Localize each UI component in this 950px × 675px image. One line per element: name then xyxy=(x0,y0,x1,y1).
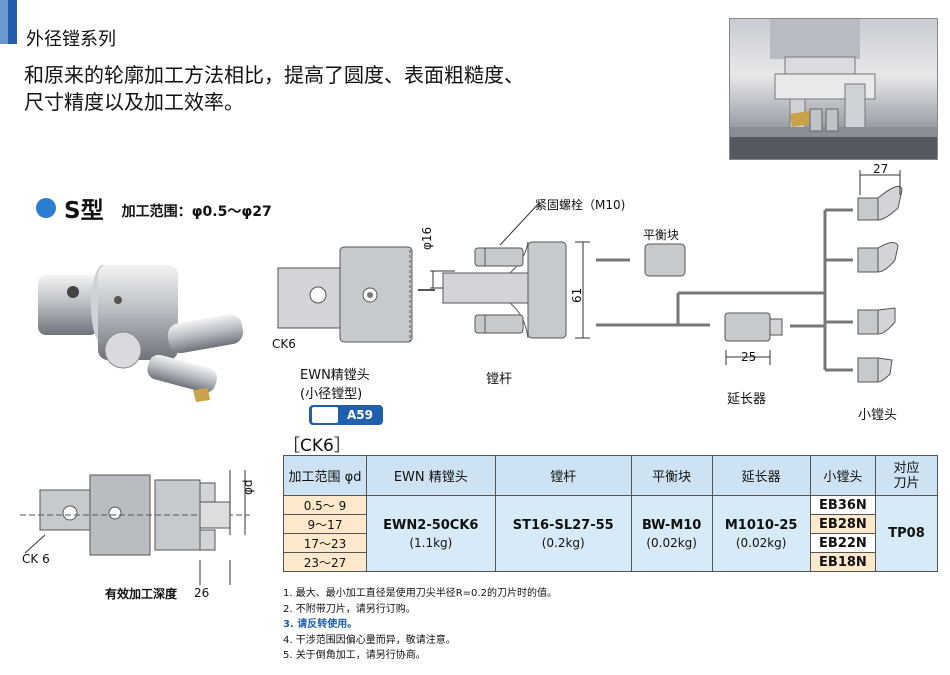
bar-model: ST16-SL27-55 xyxy=(512,517,614,533)
dim-25: 25 xyxy=(741,350,757,364)
clamp-bolt-upper xyxy=(474,247,524,267)
effective-depth-value: 26 xyxy=(194,586,210,600)
type-name: S型 xyxy=(64,198,104,224)
ewn-head-weight: (1.1kg) xyxy=(409,535,453,550)
note-item: 1. 最大、最小加工直径是使用刀尖半径R=0.2的刀片时的值。 xyxy=(283,588,557,599)
small-head-eb28n xyxy=(857,242,899,273)
header-extender: 延长器 xyxy=(711,455,811,496)
small-head-cell: EB18N xyxy=(809,552,877,572)
small-head-eb18n xyxy=(857,357,893,383)
header-small-head: 小镗头 xyxy=(809,455,877,496)
header-insert: 对应刀片 xyxy=(875,455,938,496)
dim-27: 27 xyxy=(873,162,889,176)
range-cell: 0.5〜 9 xyxy=(283,495,367,515)
balance-weight-label: 平衡块 xyxy=(643,228,680,242)
balance-cell: BW-M10 (0.02kg) xyxy=(630,495,713,572)
note-item: 4. 干涉范围因偏心量而异，敬请注意。 xyxy=(283,634,456,646)
spec-table: 加工范围 φd EWN 精镗头 镗杆 平衡块 延长器 小镗头 对应刀片 0.5〜… xyxy=(283,455,938,572)
note-item-highlight: 3. 请反转使用。 xyxy=(283,619,358,630)
header-bar: 镗杆 xyxy=(494,455,632,496)
small-head-cell: EB22N xyxy=(809,533,877,553)
dim-phi16: φ16 xyxy=(420,226,434,250)
extender-cell: M1010-25 (0.02kg) xyxy=(711,495,811,572)
ewn-head-cell: EWN2-50CK6 (1.1kg) xyxy=(366,495,496,572)
small-head-eb22n xyxy=(857,307,896,335)
product-photo-art xyxy=(730,19,937,159)
table-row: 23〜27 EB18N xyxy=(283,552,938,572)
intro-text: 和原来的轮廓加工方法相比，提高了圆度、表面粗糙度、 尺寸精度以及加工效率。 xyxy=(24,62,524,116)
balance-weight xyxy=(644,243,686,277)
ewn-head-model: EWN2-50CK6 xyxy=(383,517,479,533)
notes-list: 1. 最大、最小加工直径是使用刀尖半径R=0.2的刀片时的值。 2. 不附带刀片… xyxy=(283,586,557,664)
product-photo xyxy=(729,18,938,160)
ewn-head-sublabel: (小径镗型) xyxy=(300,387,363,402)
boring-bar-label: 镗杆 xyxy=(486,372,513,387)
note-item: 2. 不附带刀片，请另行订购。 xyxy=(283,603,416,615)
dim-61: 61 xyxy=(570,287,584,303)
intro-line-2: 尺寸精度以及加工效率。 xyxy=(24,90,244,114)
table-title: ［CK6］ xyxy=(283,436,351,456)
table-row: 0.5〜 9 EWN2-50CK6 (1.1kg) ST16-SL27-55 (… xyxy=(283,495,938,572)
bullet-dot-icon xyxy=(36,198,56,218)
type-heading: S型 加工范围：φ0.5〜φ27 xyxy=(36,191,272,225)
bar-cell: ST16-SL27-55 (0.2kg) xyxy=(494,495,632,572)
ewn-head-label: EWN精镗头 xyxy=(300,368,370,383)
intro-line-1: 和原来的轮廓加工方法相比，提高了圆度、表面粗糙度、 xyxy=(24,63,524,87)
table-header-row: 加工范围 φd EWN 精镗头 镗杆 平衡块 延长器 小镗头 对应刀片 xyxy=(283,455,938,496)
range-cell: 17〜23 xyxy=(283,533,367,553)
reference-page-label: A59 xyxy=(347,408,373,422)
small-head-cell: EB36N xyxy=(809,495,877,515)
side-ck6-label: CK 6 xyxy=(22,552,50,566)
machining-range: 加工范围：φ0.5〜φ27 xyxy=(121,203,272,220)
clamp-bolt-lower xyxy=(474,314,524,334)
note-item: 5. 关于倒角加工，请另行协商。 xyxy=(283,650,426,661)
balance-model: BW-M10 xyxy=(641,517,702,533)
section-title: 外径镗系列 xyxy=(26,29,116,50)
effective-depth-label: 有效加工深度 xyxy=(105,587,178,601)
pointing-hand-icon xyxy=(311,406,339,424)
range-cell: 9〜17 xyxy=(283,514,367,534)
header-range: 加工范围 φd xyxy=(283,455,367,496)
small-head-eb36n xyxy=(857,185,903,221)
header-balance: 平衡块 xyxy=(630,455,713,496)
header-ewn-head: EWN 精镗头 xyxy=(366,455,496,496)
s-type-tool-image xyxy=(38,265,244,402)
side-phi-d: φd xyxy=(241,479,255,495)
section-marker-light xyxy=(0,0,8,44)
small-head-cell: EB28N xyxy=(809,514,877,534)
boring-bar-head xyxy=(527,241,567,339)
table-row: 9〜17 EB28N xyxy=(283,514,938,534)
extender xyxy=(724,312,771,342)
extender-label: 延长器 xyxy=(727,392,767,407)
insert-cell: TP08 xyxy=(875,495,938,572)
extender-weight: (0.02kg) xyxy=(735,535,787,550)
side-view-diagram xyxy=(20,470,250,585)
extender-model: M1010-25 xyxy=(724,517,798,533)
bolt-label: 紧固螺栓（M10) xyxy=(535,198,626,212)
bar-weight: (0.2kg) xyxy=(541,535,585,550)
table-row: 17〜23 EB22N xyxy=(283,533,938,553)
reference-page-badge[interactable]: A59 xyxy=(309,405,383,425)
ck6-diagram-label: CK6 xyxy=(272,337,296,351)
range-cell: 23〜27 xyxy=(283,552,367,572)
balance-weight: (0.02kg) xyxy=(646,535,697,550)
small-head-label: 小镗头 xyxy=(858,408,898,423)
assembly-diagram xyxy=(277,170,903,383)
